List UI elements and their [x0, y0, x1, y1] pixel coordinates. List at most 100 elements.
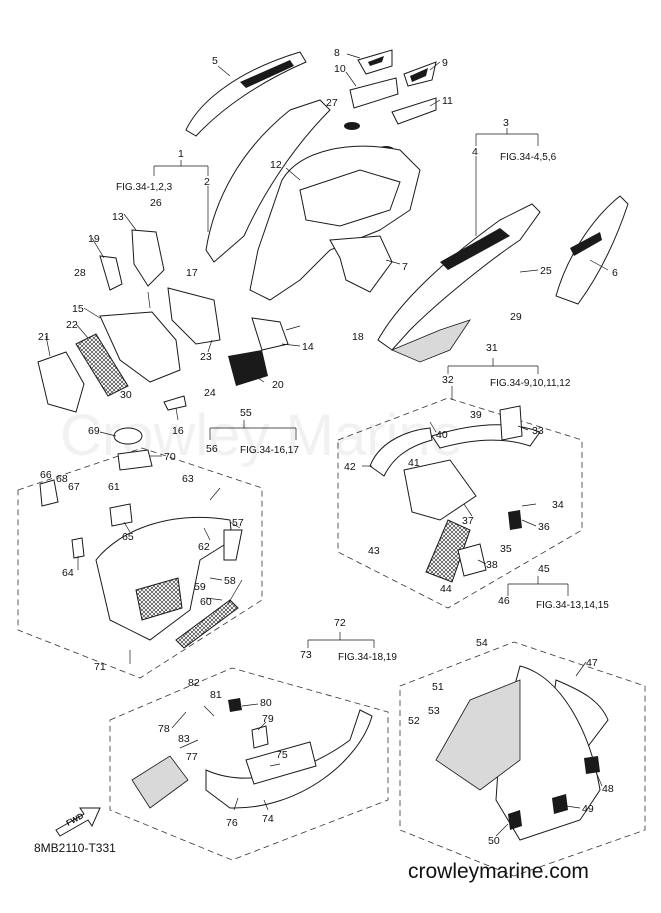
callout-9: 9	[442, 57, 448, 69]
part-70-collar	[117, 449, 153, 471]
part-21-cover	[37, 351, 85, 413]
callout-74: 74	[262, 813, 274, 825]
part-61-plate	[109, 503, 133, 527]
callout-65: 65	[122, 531, 134, 543]
callout-13: 13	[112, 211, 124, 223]
part-42-cover	[369, 427, 433, 477]
callout-16: 16	[172, 425, 184, 437]
callout-42: 42	[344, 461, 356, 473]
callout-75: 75	[276, 749, 288, 761]
callout-22: 22	[66, 319, 78, 331]
callout-8: 8	[334, 47, 340, 59]
part-64-clip	[71, 537, 85, 559]
part-69-ring	[113, 427, 143, 445]
callout-71: 71	[94, 661, 106, 673]
callout-29: 29	[510, 311, 522, 323]
part-11-bracket	[391, 97, 437, 125]
callout-14: 14	[302, 341, 314, 353]
part-50-insert	[508, 810, 522, 830]
callout-78: 78	[158, 723, 170, 735]
part-37-inner	[403, 459, 477, 521]
callout-38: 38	[486, 559, 498, 571]
callout-58: 58	[224, 575, 236, 587]
callout-69: 69	[88, 425, 100, 437]
fig-ref-72: FIG.34-18,19	[338, 652, 397, 663]
callout-6: 6	[612, 267, 618, 279]
part-27-grommet-a	[344, 122, 360, 130]
callout-82: 82	[188, 677, 200, 689]
callout-21: 21	[38, 331, 50, 343]
part-9-mark	[410, 68, 428, 82]
callout-33: 33	[532, 425, 544, 437]
part-33-panel	[499, 405, 523, 441]
part-59-mesh	[135, 577, 183, 621]
part-19-bracket	[99, 255, 123, 291]
callout-48: 48	[602, 783, 614, 795]
part-10-bracket	[349, 77, 399, 109]
callout-67: 67	[68, 481, 80, 493]
callout-30: 30	[120, 389, 132, 401]
callout-63: 63	[182, 473, 194, 485]
callout-1: 1	[178, 148, 184, 160]
part-58-mesh	[175, 599, 239, 649]
part-66-bracket	[39, 479, 59, 507]
callout-57: 57	[232, 517, 244, 529]
part-6-stripe	[570, 232, 602, 256]
callout-10: 10	[334, 63, 346, 75]
group-outline-46	[399, 641, 646, 877]
part-59-panel	[95, 516, 233, 641]
callout-52: 52	[408, 715, 420, 727]
part-13-bracket	[131, 229, 165, 287]
callout-5: 5	[212, 55, 218, 67]
callout-77: 77	[186, 751, 198, 763]
callout-32: 32	[442, 374, 454, 386]
callout-51: 51	[432, 681, 444, 693]
callout-83: 83	[178, 733, 190, 745]
part-12-inner	[299, 169, 401, 227]
callout-43: 43	[368, 545, 380, 557]
fig-ref-3: FIG.34-4,5,6	[500, 152, 557, 163]
callout-7: 7	[402, 261, 408, 273]
callout-35: 35	[500, 543, 512, 555]
fig-ref-45: FIG.34-13,14,15	[536, 600, 609, 611]
part-2-side-panel	[205, 99, 331, 263]
callout-68: 68	[56, 473, 68, 485]
part-77-bracket	[131, 755, 189, 809]
part-46-panel	[495, 665, 601, 841]
part-49-insert	[552, 794, 568, 814]
callout-70: 70	[164, 451, 176, 463]
part-48-insert	[584, 756, 600, 774]
callout-labels: 1 2 3 4 5 6 7 8 9 10 11 12 13 14 15 16 1…	[38, 47, 618, 847]
part-75-inner	[245, 741, 317, 785]
part-8-mark	[368, 56, 384, 66]
callout-40: 40	[436, 429, 448, 441]
callout-12: 12	[270, 159, 282, 171]
callout-45: 45	[538, 563, 550, 575]
diagram-code: 8MB2110-T331	[34, 841, 116, 855]
callout-34: 34	[552, 499, 564, 511]
website-label: crowleymarine.com	[408, 860, 589, 883]
part-4-lower	[390, 319, 471, 363]
callout-36: 36	[538, 521, 550, 533]
callout-31: 31	[486, 342, 498, 354]
part-22-screen	[75, 333, 129, 397]
callout-62: 62	[198, 541, 210, 553]
callout-53: 53	[428, 705, 440, 717]
callout-3: 3	[503, 117, 509, 129]
part-14-bracket	[251, 317, 289, 351]
callout-73: 73	[300, 649, 312, 661]
callout-23: 23	[200, 351, 212, 363]
callout-54: 54	[476, 637, 488, 649]
callout-19: 19	[88, 233, 100, 245]
callout-26: 26	[150, 197, 162, 209]
callout-20: 20	[272, 379, 284, 391]
callout-61: 61	[108, 481, 120, 493]
callout-28: 28	[74, 267, 86, 279]
part-6-right-panel	[555, 195, 629, 305]
fig-ref-55: FIG.34-16,17	[240, 445, 299, 456]
callout-44: 44	[440, 583, 452, 595]
callout-37: 37	[462, 515, 474, 527]
part-4-stripe	[440, 228, 510, 270]
part-38-cover	[457, 543, 487, 577]
callout-59: 59	[194, 581, 206, 593]
